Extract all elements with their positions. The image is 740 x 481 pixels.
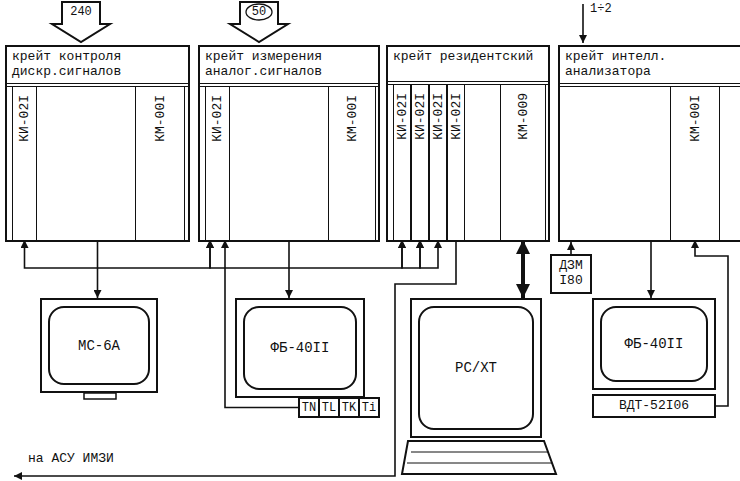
signal-line bbox=[420, 240, 438, 268]
signal-line bbox=[695, 240, 728, 406]
module-slot: КМ-00I bbox=[670, 87, 720, 240]
monitor-label: ФБ-40II bbox=[625, 336, 684, 352]
module-slot: КМ-00I bbox=[328, 87, 376, 240]
sensor-label: Ti bbox=[362, 401, 376, 415]
monitor-stand bbox=[84, 393, 116, 399]
asu-link bbox=[14, 242, 456, 476]
signal-count: 50 bbox=[244, 6, 274, 18]
device-box: ВДТ-52I06 bbox=[592, 394, 716, 418]
sensor-cell: Ti bbox=[358, 397, 380, 418]
module-label: КИ-02I bbox=[211, 95, 224, 142]
module-label: КИ-02I bbox=[432, 93, 445, 140]
module-slot: КИ-02I bbox=[205, 87, 230, 240]
signal-count: 240 bbox=[64, 6, 98, 18]
input-arrow bbox=[52, 2, 110, 42]
signal-line bbox=[97, 242, 99, 298]
input-arrow bbox=[230, 2, 288, 42]
sensor-cell: TN bbox=[298, 397, 320, 418]
crate-title: крейт резидентский bbox=[388, 47, 548, 85]
signal-line bbox=[288, 242, 290, 298]
crate-box: крейт резидентскийКИ-02I КИ-02I КИ-02I КИ-0… bbox=[386, 45, 550, 242]
module-label: КМ-00I bbox=[154, 95, 167, 142]
crate-box: крейт контроля дискр.сигналовКИ-02I КМ-00… bbox=[5, 45, 190, 242]
module-slot: КМ-009 bbox=[500, 85, 546, 240]
module-slot: КИ-02I bbox=[429, 85, 447, 240]
module-slot: КИ-02I bbox=[411, 85, 429, 240]
laptop-screen: PC/XT bbox=[410, 298, 542, 438]
device-label: ВДТ-52I06 bbox=[619, 399, 689, 414]
input-arrow bbox=[582, 4, 584, 43]
module-label: КМ-009 bbox=[517, 93, 530, 140]
module-label: КМ-00I bbox=[689, 95, 702, 142]
module-label: КИ-02I bbox=[414, 93, 427, 140]
sensor-cell: TL bbox=[318, 397, 340, 418]
monitor: ФБ-40II bbox=[235, 298, 365, 398]
monitor-label: МС-6А bbox=[78, 338, 120, 354]
module-slot: КМ-00I bbox=[135, 87, 185, 240]
module-slot: КИ-02I bbox=[393, 85, 411, 240]
crate-title: крейт измерения аналог.сигналов bbox=[200, 47, 378, 87]
crate-title: крейт интелл. анализатора bbox=[560, 47, 740, 87]
device-box: ДЗМ I80 bbox=[550, 254, 592, 294]
sensor-cell: TK bbox=[338, 397, 360, 418]
sensor-label: TK bbox=[342, 401, 356, 415]
crate-box: крейт измерения аналог.сигналовКИ-02I КМ-… bbox=[198, 45, 380, 242]
sensor-label: TN bbox=[302, 401, 316, 415]
monitor-label: ФБ-40II bbox=[271, 340, 330, 356]
data-bus-link bbox=[521, 240, 525, 298]
module-label: КИ-02I bbox=[396, 93, 409, 140]
crate-title: крейт контроля дискр.сигналов bbox=[7, 47, 188, 87]
module-label: КИ-02I bbox=[18, 95, 31, 142]
module-slot: КИ-02I bbox=[12, 87, 37, 240]
crate-box: крейт интелл. анализатораКМ-00I bbox=[558, 45, 740, 242]
module-label: КМ-00I bbox=[346, 95, 359, 142]
signal-line bbox=[25, 240, 211, 268]
signal-line bbox=[570, 242, 572, 254]
key-rows bbox=[407, 452, 552, 463]
computer-label: PC/XT bbox=[455, 360, 497, 376]
signal-count: 1÷2 bbox=[590, 3, 612, 15]
destination-label: на АСУ ИМЗИ bbox=[28, 452, 114, 465]
sensor-label: TL bbox=[322, 401, 336, 415]
monitor: ФБ-40II bbox=[592, 298, 716, 390]
signal-line bbox=[402, 240, 420, 268]
signal-line bbox=[650, 242, 652, 298]
module-slot: КИ-02I bbox=[447, 85, 465, 240]
module-label: КИ-02I bbox=[450, 93, 463, 140]
device-label: ДЗМ I80 bbox=[552, 259, 590, 289]
signal-line bbox=[210, 240, 402, 268]
laptop-keyboard bbox=[402, 441, 556, 474]
monitor: МС-6А bbox=[40, 298, 158, 393]
